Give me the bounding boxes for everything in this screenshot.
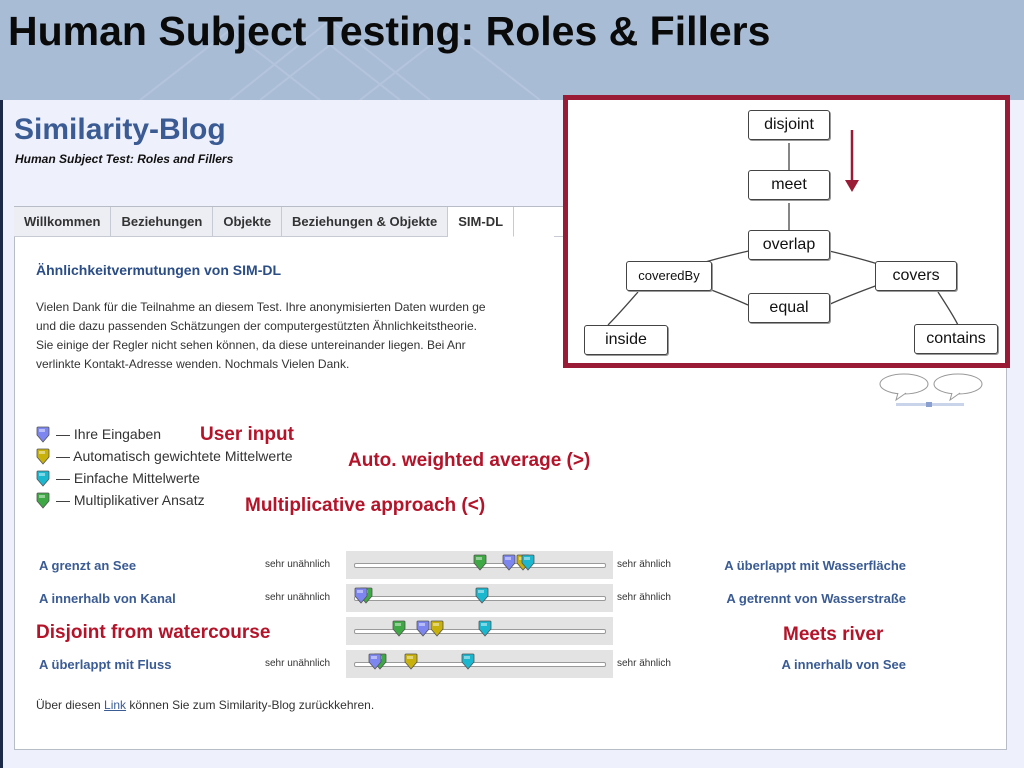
- footer-link[interactable]: Link: [104, 698, 127, 712]
- blog-title: Similarity-Blog: [14, 113, 226, 146]
- scale-high-label: sehr ähnlich: [617, 559, 671, 570]
- scale-high-label: sehr ähnlich: [617, 658, 671, 669]
- scale-low-label: sehr unähnlich: [265, 658, 331, 669]
- slider-row: A innerhalb von Kanal sehr unähnlich seh…: [14, 584, 1004, 612]
- annotation-disjoint: Disjoint from watercourse: [36, 622, 271, 643]
- paragraph-line: verlinkte Kontakt-Adresse wenden. Nochma…: [36, 357, 350, 371]
- chat-bubbles-icon[interactable]: [878, 372, 986, 412]
- node-coveredby: coveredBy: [626, 261, 712, 291]
- yellow-slider-thumb[interactable]: [430, 620, 444, 643]
- tab-objekte[interactable]: Objekte: [213, 207, 283, 237]
- annotation-multiplicative: Multiplicative approach (<): [245, 495, 486, 516]
- intro-paragraph: Vielen Dank für die Teilnahme an diesem …: [36, 298, 576, 374]
- paragraph-line: Vielen Dank für die Teilnahme an diesem …: [36, 300, 486, 314]
- tab-sim-dl[interactable]: SIM-DL: [448, 207, 515, 237]
- legend-label: — Automatisch gewichtete Mittelwerte: [56, 448, 293, 464]
- cyan-slider-thumb[interactable]: [475, 587, 489, 610]
- row-label-right: A überlappt mit Wasserfläche: [724, 558, 906, 573]
- scale-high-label: sehr ähnlich: [617, 592, 671, 603]
- slider-row: A grenzt an See sehr unähnlich sehr ähnl…: [14, 551, 1004, 579]
- tab-beziehungen-objekte[interactable]: Beziehungen & Objekte: [282, 207, 449, 237]
- blog-subtitle: Human Subject Test: Roles and Fillers: [15, 152, 234, 166]
- paragraph-line: Sie einige der Regler nicht sehen können…: [36, 338, 466, 352]
- blue-slider-thumb[interactable]: [354, 587, 368, 610]
- yellow-slider-thumb[interactable]: [404, 653, 418, 676]
- scale-low-label: sehr unähnlich: [265, 559, 331, 570]
- blue-slider-thumb[interactable]: [368, 653, 382, 676]
- annotation-auto-weighted: Auto. weighted average (>): [348, 450, 591, 471]
- footer-after: können Sie zum Similarity-Blog zurückkeh…: [126, 698, 375, 712]
- cyan-slider-thumb[interactable]: [478, 620, 492, 643]
- scale-low-label: sehr unähnlich: [265, 592, 331, 603]
- cyan-slider-thumb[interactable]: [521, 554, 535, 577]
- green-marker-icon: [36, 492, 50, 513]
- tab-willkommen[interactable]: Willkommen: [14, 207, 112, 237]
- node-contains: contains: [914, 324, 998, 354]
- node-overlap: overlap: [748, 230, 830, 260]
- slider-row: A überlappt mit Fluss sehr unähnlich seh…: [14, 650, 1004, 678]
- row-label-left: A innerhalb von Kanal: [39, 591, 176, 606]
- down-arrow-icon: [845, 180, 859, 192]
- node-covers: covers: [875, 261, 957, 291]
- blue-slider-thumb[interactable]: [502, 554, 516, 577]
- slider-track[interactable]: [354, 662, 606, 667]
- slide-title: Human Subject Testing: Roles & Fillers: [8, 8, 771, 54]
- footer-text: Über diesen Link können Sie zum Similari…: [36, 698, 374, 712]
- slider-row: [14, 617, 1004, 645]
- tab-beziehungen[interactable]: Beziehungen: [111, 207, 214, 237]
- legend-label: — Ihre Eingaben: [56, 426, 162, 442]
- cyan-slider-thumb[interactable]: [461, 653, 475, 676]
- green-slider-thumb[interactable]: [392, 620, 406, 643]
- cyan-marker-icon: [36, 470, 50, 491]
- row-label-right: A innerhalb von See: [781, 657, 907, 672]
- paragraph-line: und die dazu passenden Schätzungen der c…: [36, 319, 477, 333]
- legend-label: — Multiplikativer Ansatz: [56, 492, 205, 508]
- green-slider-thumb[interactable]: [473, 554, 487, 577]
- node-inside: inside: [584, 325, 668, 355]
- row-label-left: A grenzt an See: [39, 558, 137, 573]
- yellow-marker-icon: [36, 448, 50, 469]
- node-equal: equal: [748, 293, 830, 323]
- row-label-right: A getrennt von Wasserstraße: [726, 591, 906, 606]
- slide-header: Human Subject Testing: Roles & Fillers: [0, 0, 1024, 100]
- tab-bar: Willkommen Beziehungen Objekte Beziehung…: [14, 207, 515, 237]
- header-watermark: [139, 18, 541, 100]
- node-meet: meet: [748, 170, 830, 200]
- blue-marker-icon: [36, 426, 50, 447]
- blue-slider-thumb[interactable]: [416, 620, 430, 643]
- annotation-user-input: User input: [200, 424, 294, 445]
- legend-label: — Einfache Mittelwerte: [56, 470, 200, 486]
- annotation-meets: Meets river: [783, 624, 884, 645]
- relation-diagram: disjoint meet overlap coveredBy covers e…: [563, 95, 1010, 368]
- section-heading: Ähnlichkeitvermutungen von SIM-DL: [36, 262, 282, 278]
- node-disjoint: disjoint: [748, 110, 830, 140]
- row-label-left: A überlappt mit Fluss: [39, 657, 172, 672]
- left-edge-strip: [0, 100, 3, 768]
- footer-before: Über diesen: [36, 698, 105, 712]
